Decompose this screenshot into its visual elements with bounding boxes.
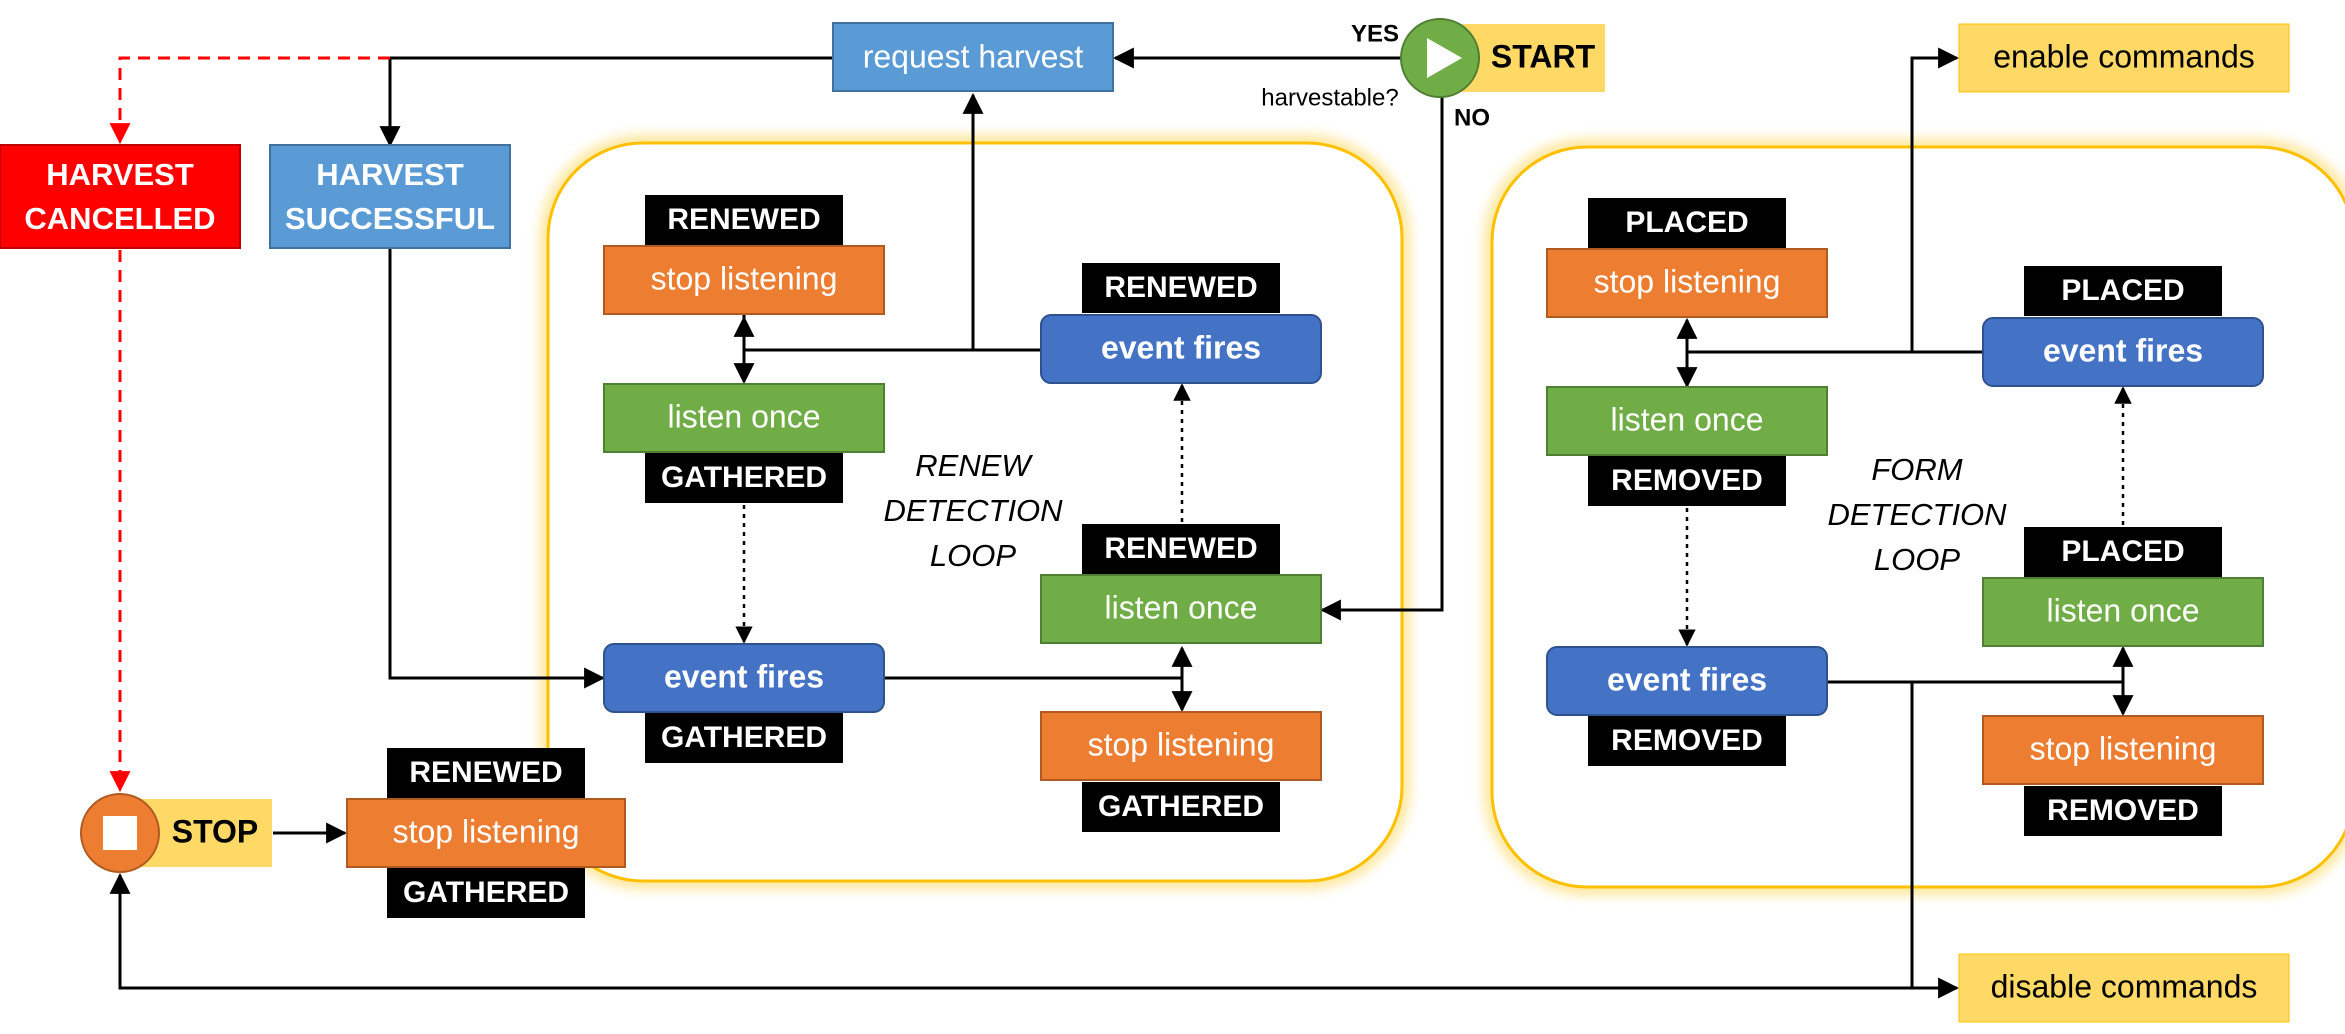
renew-tr-box: event fires: [1101, 329, 1261, 365]
stop-group-top-tag: RENEWED: [409, 756, 562, 789]
form-tr-tag: PLACED: [2061, 274, 2184, 307]
renew-br-tag: GATHERED: [1098, 790, 1264, 823]
renew-bl-box: event fires: [664, 658, 824, 694]
renew-ml-box: listen once: [668, 398, 821, 434]
harvest-cancelled-line2: CANCELLED: [24, 201, 215, 236]
enable-commands-node: enable commands: [1958, 23, 2290, 93]
form-loop: PLACED stop listening listen once REMOVE…: [1546, 198, 2264, 836]
form-bl-box: event fires: [1607, 661, 1767, 697]
no-label: NO: [1454, 104, 1490, 131]
yes-label: YES: [1351, 20, 1399, 47]
renew-mr-box: listen once: [1105, 589, 1258, 625]
cancel-path: [109, 56, 390, 793]
start-label: START: [1491, 38, 1596, 74]
request-harvest-label: request harvest: [863, 38, 1084, 74]
harvest-cancelled-line1: HARVEST: [46, 157, 194, 192]
play-icon: [1427, 38, 1462, 78]
harvest-successful-line2: SUCCESSFUL: [285, 201, 495, 236]
form-bl-tag: REMOVED: [1611, 724, 1763, 757]
disable-commands-label: disable commands: [1991, 968, 2258, 1004]
stop-listening-group: RENEWED stop listening GATHERED: [346, 748, 626, 918]
stop-group-box: stop listening: [393, 813, 580, 849]
enable-commands-label: enable commands: [1993, 38, 2254, 74]
form-mr-box: listen once: [2047, 592, 2200, 628]
renew-loop-label-3: LOOP: [930, 538, 1016, 573]
start-node: START: [1400, 18, 1605, 98]
request-harvest-node: request harvest: [832, 22, 1114, 92]
disable-commands-node: disable commands: [1958, 953, 2290, 1023]
renew-loop-label-1: RENEW: [915, 448, 1033, 483]
form-br-tag: REMOVED: [2047, 794, 2199, 827]
renew-tr-tag: RENEWED: [1104, 271, 1257, 304]
form-ml-tag: REMOVED: [1611, 464, 1763, 497]
stop-group-bottom-tag: GATHERED: [403, 876, 569, 909]
form-loop-label-1: FORM: [1871, 452, 1962, 487]
stop-label: STOP: [172, 813, 259, 849]
form-ml-box: listen once: [1611, 401, 1764, 437]
renew-mr-tag: RENEWED: [1104, 532, 1257, 565]
form-tr-box: event fires: [2043, 332, 2203, 368]
form-tl-box: stop listening: [1594, 263, 1781, 299]
connectors: [109, 47, 2134, 999]
form-loop-label-3: LOOP: [1874, 542, 1960, 577]
form-mr-tag: PLACED: [2061, 535, 2184, 568]
stop-node: STOP: [80, 793, 272, 873]
form-loop-label-2: DETECTION: [1827, 497, 2007, 532]
form-br-box: stop listening: [2030, 730, 2217, 766]
form-tl-tag: PLACED: [1625, 206, 1748, 239]
renew-bl-tag: GATHERED: [661, 721, 827, 754]
renew-br-box: stop listening: [1088, 726, 1275, 762]
renew-ml-tag: GATHERED: [661, 461, 827, 494]
harvest-successful-line1: HARVEST: [316, 157, 464, 192]
renew-loop-label-2: DETECTION: [883, 493, 1063, 528]
harvest-cancelled-node: HARVEST CANCELLED: [0, 144, 241, 249]
renew-tl-tag: RENEWED: [667, 203, 820, 236]
renew-tl-box: stop listening: [651, 260, 838, 296]
harvest-successful-node: HARVEST SUCCESSFUL: [269, 144, 511, 249]
harvestable-label: harvestable?: [1261, 84, 1398, 111]
renew-loop: RENEWED stop listening listen once GATHE…: [603, 195, 1322, 832]
stop-icon: [103, 816, 137, 850]
